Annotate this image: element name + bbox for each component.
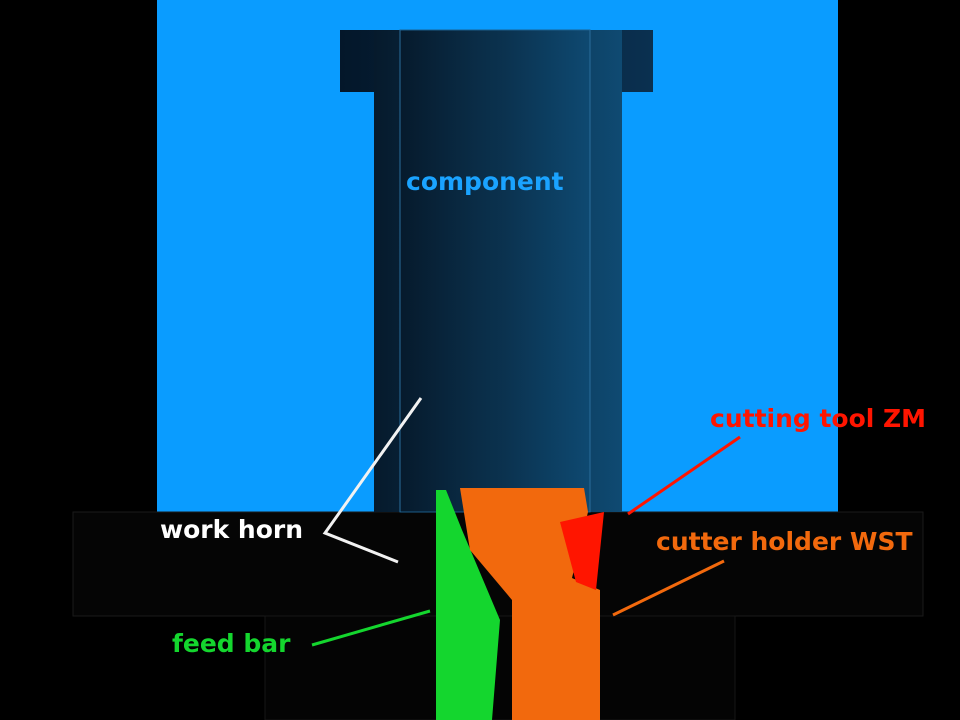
component-core [399,29,591,513]
work-horn-leader [322,397,423,564]
cutter-holder-leader [612,559,725,617]
cutting-tool [560,512,604,590]
base-lower-left [264,615,736,720]
feed-bar-leader [311,609,431,647]
cutting-tool-label: cutting tool ZM [710,404,926,433]
cutting-tool-leader [627,435,741,516]
feed-bar-label: feed bar [172,629,291,658]
feed-bar [436,490,500,720]
component-label: component [406,167,564,196]
cutter-holder [460,488,600,720]
work-horn-label: work horn [160,515,303,544]
component [340,29,653,513]
cutter-holder-label: cutter holder WST [656,527,913,556]
